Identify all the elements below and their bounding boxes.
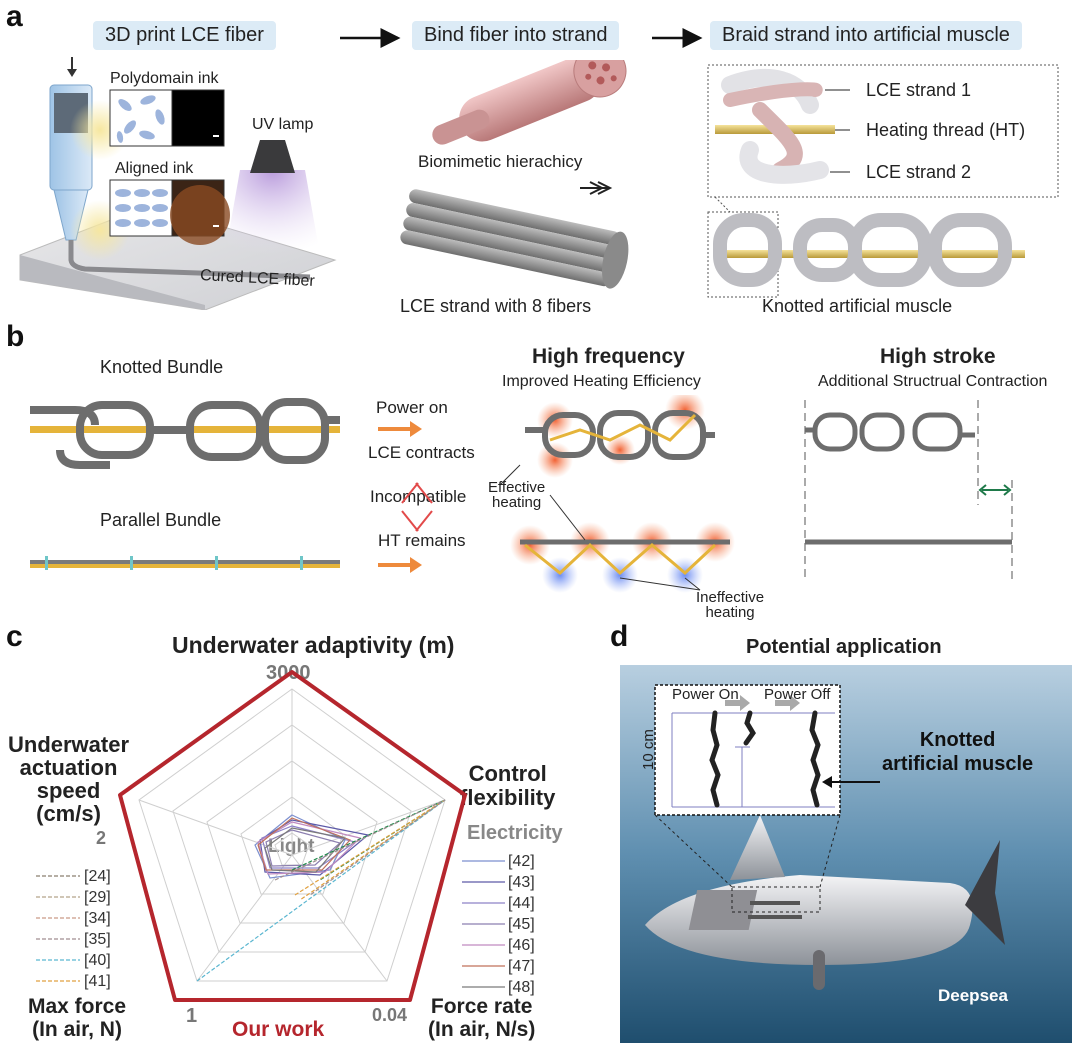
legend-ref: [47] <box>508 958 535 975</box>
axis-right-title: Control flexibility <box>460 762 555 810</box>
callout-line-2: artificial muscle <box>882 753 1034 775</box>
step-3d-print: 3D print LCE fiber <box>93 21 276 50</box>
ineffective-heating-label: Ineffective heating <box>696 590 764 620</box>
improved-heating-label: Improved Heating Efficiency <box>502 373 701 390</box>
axis-left-title: Underwater actuation speed (cm/s) <box>8 733 129 825</box>
step-braid-strand: Braid strand into artificial muscle <box>710 21 1022 50</box>
ineffective-heating-line-1: Ineffective <box>696 589 765 606</box>
axis-left-line-3: speed <box>36 778 101 803</box>
legend-ref: [45] <box>508 916 535 933</box>
heating-illustration <box>499 395 735 593</box>
knotted-muscle-caption: Knotted artificial muscle <box>762 296 953 316</box>
ineffective-heating-line-2: heating <box>705 604 755 621</box>
knotted-bundle-label: Knotted Bundle <box>100 357 224 377</box>
legend-ref: [44] <box>508 895 535 912</box>
high-stroke-title: High stroke <box>880 345 996 368</box>
legend-ref: [43] <box>508 874 535 891</box>
deepsea-scene <box>620 665 1072 1043</box>
legend-ref: [41] <box>84 973 111 990</box>
axis-right-line-1: Control <box>468 761 547 786</box>
panel-d-title: Potential application <box>746 636 942 658</box>
power-off-label-d: Power Off <box>764 686 831 703</box>
step-bind-fiber: Bind fiber into strand <box>412 21 620 50</box>
parallel-bundle-label: Parallel Bundle <box>100 510 222 530</box>
axis-bottom-left-line-2: (In air, N) <box>32 1018 122 1041</box>
electricity-label: Electricity <box>467 822 563 844</box>
axis-left-max: 2 <box>96 828 107 848</box>
strand-caption: LCE strand with 8 fibers <box>400 296 592 316</box>
panel-d-label: d <box>610 620 629 653</box>
our-work-polygon <box>118 670 467 1002</box>
lce-contracts-label: LCE contracts <box>368 443 475 462</box>
lce-strand-2-label: LCE strand 2 <box>866 162 972 182</box>
knotted-muscle-callout: Knotted artificial muscle <box>882 728 1033 776</box>
legend-ref: [46] <box>508 937 535 954</box>
uv-lamp-label: UV lamp <box>252 116 314 133</box>
power-arrows <box>378 421 433 573</box>
ht-remains-label: HT remains <box>378 531 466 550</box>
our-work-label: Our work <box>232 1018 325 1041</box>
axis-bottom-right-max: 0.04 <box>372 1005 408 1025</box>
callout-line-1: Knotted <box>919 729 996 751</box>
strand-illustration <box>400 60 629 289</box>
power-on-label: Power on <box>376 398 448 417</box>
axis-bottom-right-line-1: Force rate <box>430 995 533 1018</box>
axis-left-line-2: actuation <box>19 755 118 780</box>
incompatible-label: Incompatible <box>370 487 467 506</box>
axis-left-line-4: (cm/s) <box>36 801 101 826</box>
axis-top-title: Underwater adaptivity (m) <box>172 632 455 658</box>
scale-label: 10 cm <box>640 729 657 770</box>
right-ref-legend: [42] [43] [44] [45] [46] [47] [48] <box>508 851 535 998</box>
deepsea-label: Deepsea <box>938 986 1008 1005</box>
panel-b-label: b <box>6 320 25 353</box>
effective-heating-label: Effective heating <box>488 480 545 510</box>
lce-strand-1-label: LCE strand 1 <box>866 80 972 100</box>
heating-thread-label: Heating thread (HT) <box>866 120 1026 140</box>
axis-bottom-left-max: 1 <box>186 1005 198 1027</box>
legend-ref: [40] <box>84 952 111 969</box>
effective-heating-line-2: heating <box>492 494 542 511</box>
polydomain-ink-label: Polydomain ink <box>110 70 219 87</box>
axis-bottom-right-line-2: (In air, N/s) <box>428 1018 536 1041</box>
axis-right-line-2: flexibility <box>460 785 556 810</box>
legend-ref: [24] <box>84 868 111 885</box>
panel-c-label: c <box>6 620 23 653</box>
legend-ref: [34] <box>84 910 111 927</box>
legend-ref: [35] <box>84 931 111 948</box>
axis-bottom-left-title: Max force (In air, N) <box>28 995 126 1041</box>
legend-ref: [42] <box>508 853 535 870</box>
braid-illustration <box>707 64 1059 298</box>
additional-contraction-label: Additional Structrual Contraction <box>818 373 1048 390</box>
high-frequency-title: High frequency <box>532 345 685 368</box>
stroke-illustration <box>804 400 1013 580</box>
legend-ref: [29] <box>84 889 111 906</box>
power-on-label-d: Power On <box>672 686 739 703</box>
panel-a-label: a <box>6 0 23 33</box>
legend-ref: [48] <box>508 979 535 996</box>
panel-a-arrows <box>340 28 703 48</box>
axis-left-line-1: Underwater <box>8 732 130 757</box>
biomimetic-label: Biomimetic hierachicy <box>418 152 583 171</box>
bundle-illustration <box>30 398 340 570</box>
aligned-ink-label: Aligned ink <box>115 160 194 177</box>
axis-bottom-right-title: Force rate (In air, N/s) <box>428 995 535 1041</box>
printer-illustration <box>19 57 337 310</box>
axis-bottom-left-line-1: Max force <box>28 995 127 1018</box>
left-ref-legend: [24] [29] [34] [35] [40] [41] <box>84 866 111 992</box>
effective-heating-line-1: Effective <box>488 479 546 496</box>
